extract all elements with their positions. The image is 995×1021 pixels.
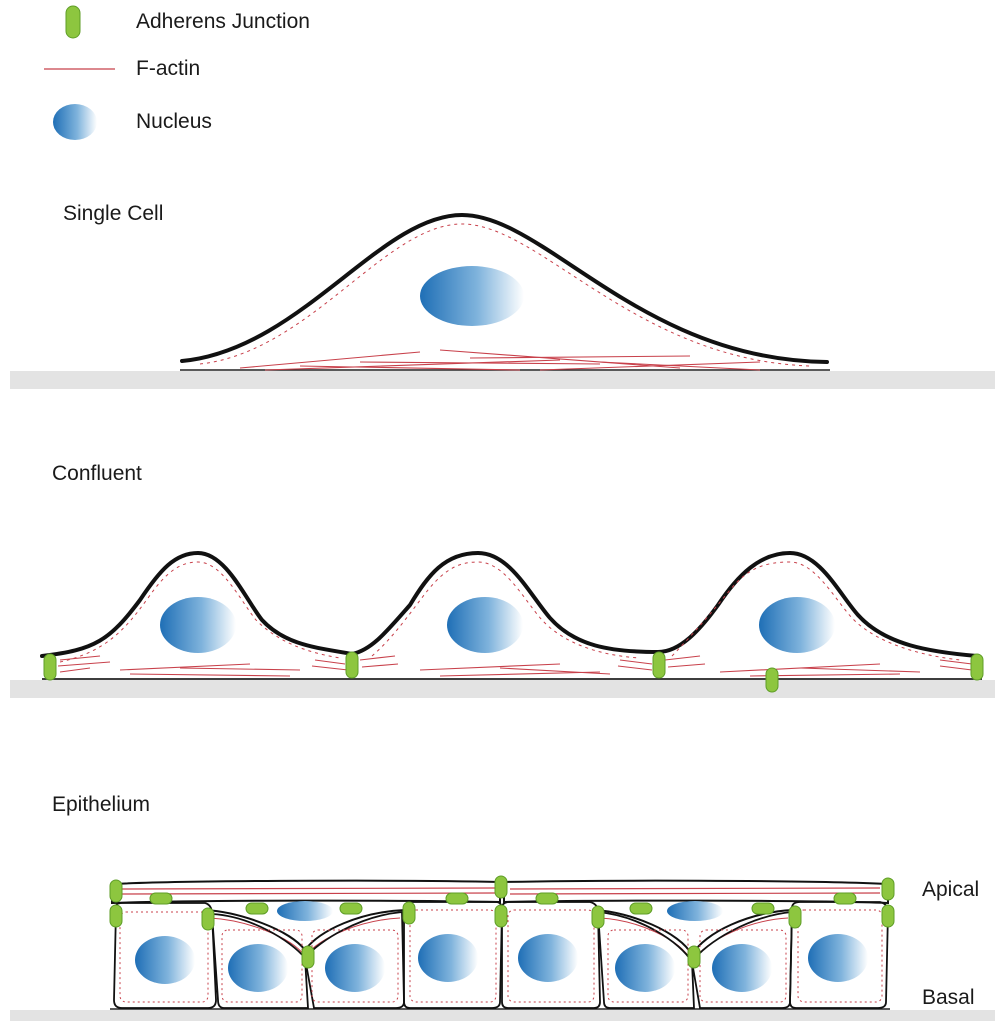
epithelium-junctions	[109, 875, 895, 969]
single-cell-nucleus	[420, 266, 524, 326]
legend	[44, 5, 115, 140]
legend-nucleus-label: Nucleus	[136, 110, 212, 133]
legend-adherens-junction-label: Adherens Junction	[136, 10, 310, 33]
substrate-confluent	[10, 680, 995, 698]
substrate-single	[10, 371, 995, 389]
stress-fibers-single	[239, 349, 761, 371]
legend-nucleus-icon	[53, 104, 97, 140]
substrate-epithelium	[10, 1010, 995, 1021]
legend-f-actin-label: F-actin	[136, 57, 201, 80]
single-cell-membrane	[180, 212, 829, 364]
apical-label: Apical	[922, 878, 980, 901]
epithelium-panel	[10, 875, 995, 1021]
basal-nuclei	[135, 934, 868, 992]
confluent-nucleus-3	[759, 597, 835, 653]
epithelium-nucleus-apical-2	[667, 901, 723, 921]
confluent-membrane	[40, 550, 979, 658]
panel-title-confluent: Confluent	[52, 462, 142, 485]
confluent-nucleus-2	[447, 597, 523, 653]
basal-cell-actin	[119, 909, 883, 1003]
basal-label: Basal	[922, 986, 975, 1009]
confluent-junctions	[43, 651, 984, 693]
single-cell-panel	[10, 212, 995, 389]
epithelium-nucleus-apical-1	[277, 901, 333, 921]
stress-fibers-confluent	[57, 655, 973, 677]
panel-title-single-cell: Single Cell	[63, 202, 164, 225]
legend-junction-icon	[65, 5, 81, 39]
panel-title-epithelium: Epithelium	[52, 793, 151, 816]
confluent-panel	[10, 550, 995, 698]
confluent-nucleus-1	[160, 597, 236, 653]
